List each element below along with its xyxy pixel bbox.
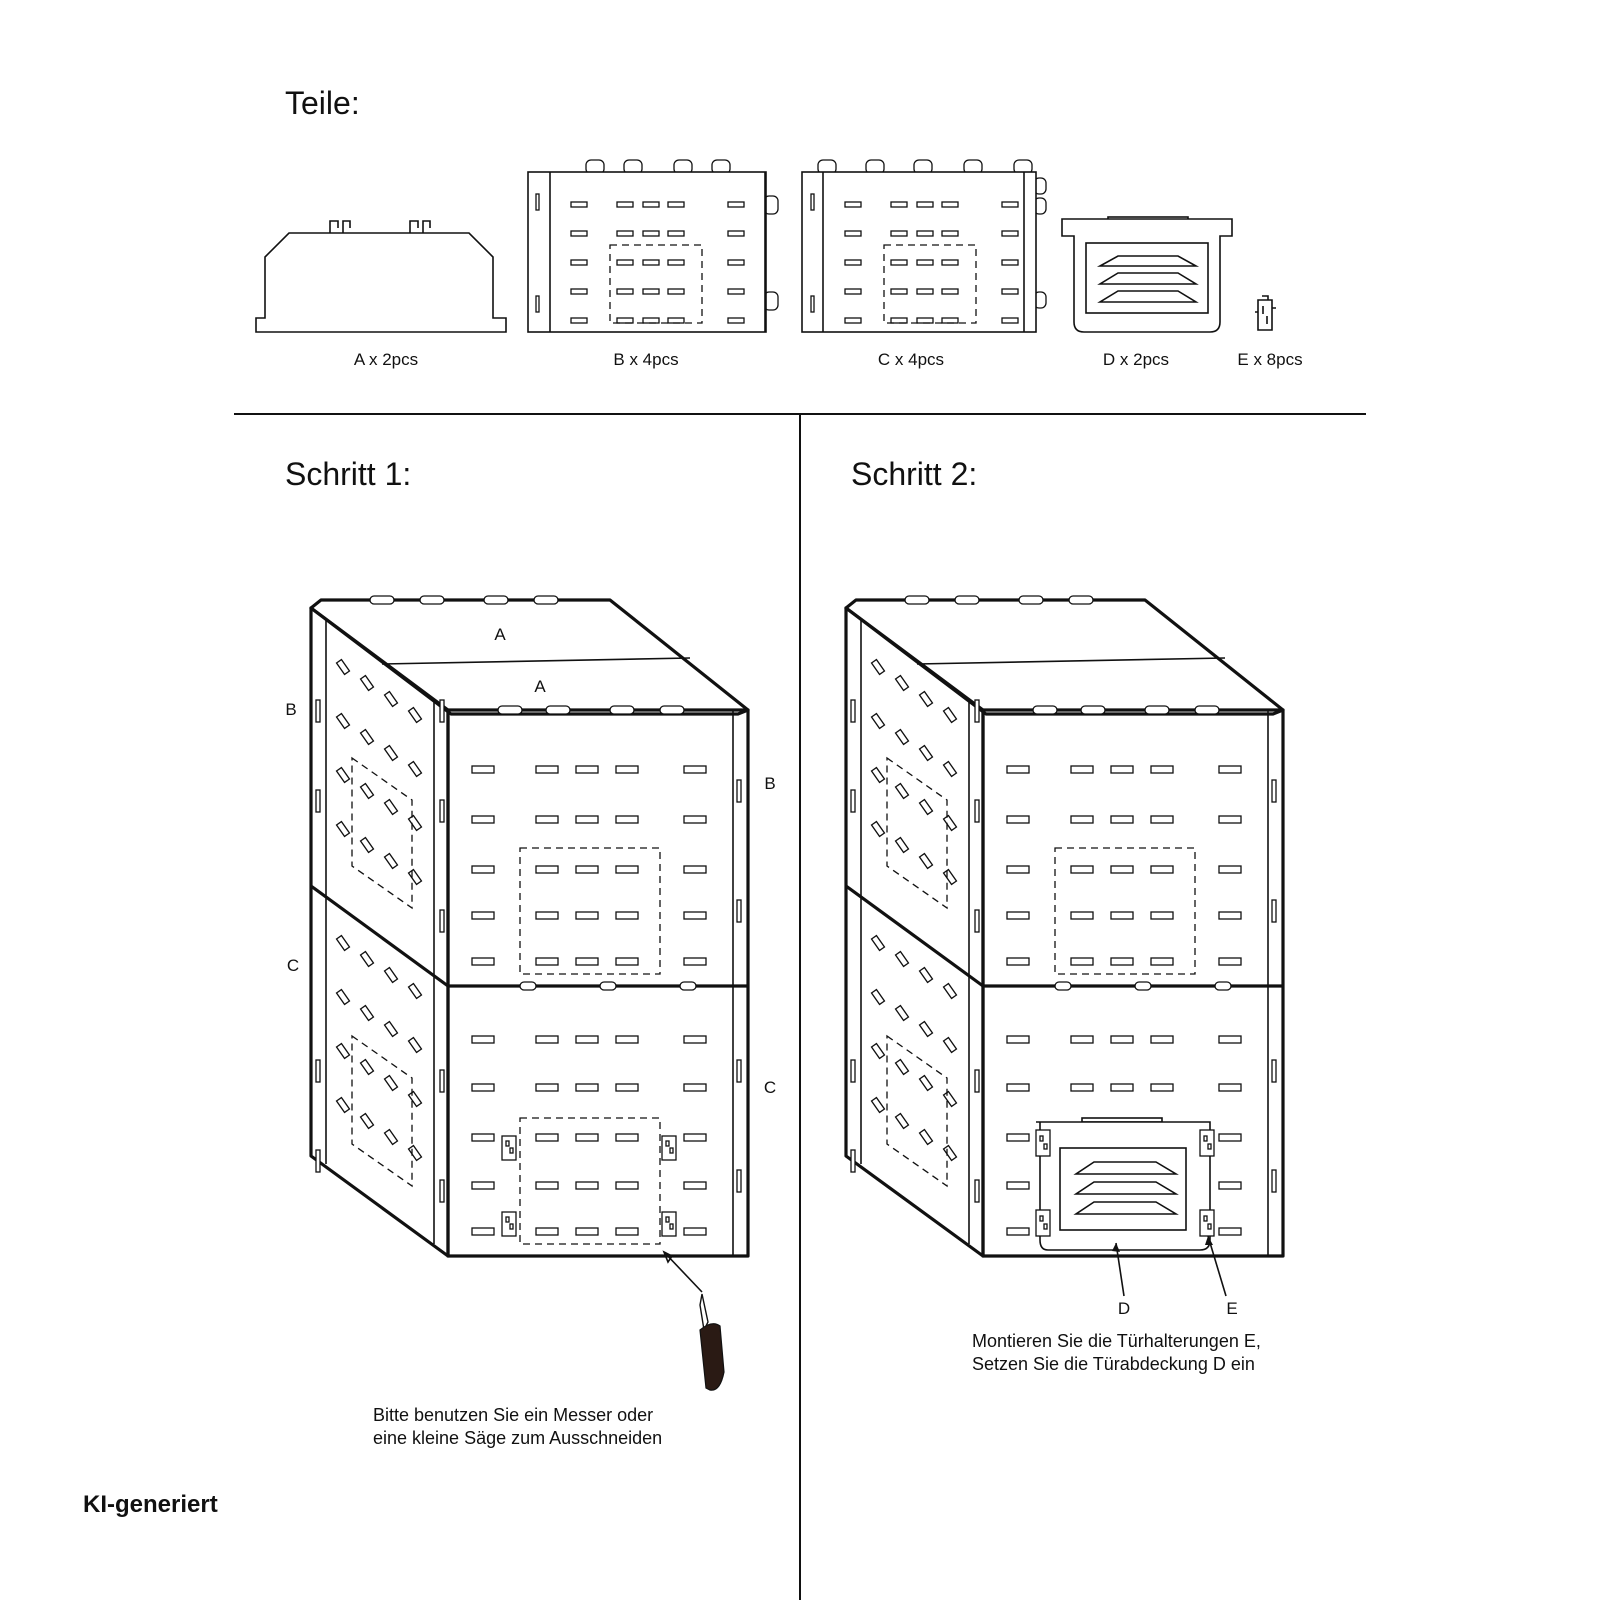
step1-title: Schritt 1: bbox=[285, 456, 411, 492]
step1-label-left-lower: C bbox=[287, 956, 299, 975]
step1-caption-line2: eine kleine Säge zum Ausschneiden bbox=[373, 1428, 662, 1448]
step1-label-top-front: A bbox=[534, 677, 546, 696]
step1-label-top-back: A bbox=[494, 625, 506, 644]
part-d-label: D x 2pcs bbox=[1103, 350, 1169, 369]
step2-caption-line1: Montieren Sie die Türhalterungen E, bbox=[972, 1331, 1261, 1351]
ai-generated-watermark: KI-generiert bbox=[83, 1491, 218, 1518]
part-c-label: C x 4pcs bbox=[878, 350, 944, 369]
step1-label-right-lower: C bbox=[764, 1078, 776, 1097]
parts-title: Teile: bbox=[285, 85, 360, 121]
part-e-label: E x 8pcs bbox=[1237, 350, 1302, 369]
part-a-label: A x 2pcs bbox=[354, 350, 418, 369]
step1-composter-drawing bbox=[309, 595, 750, 1391]
step2-caption-line2: Setzen Sie die Türabdeckung D ein bbox=[972, 1354, 1255, 1374]
part-a-drawing bbox=[255, 220, 507, 333]
part-c-drawing bbox=[801, 159, 1047, 333]
step2-label-door: D bbox=[1118, 1299, 1130, 1318]
step1-caption-line1: Bitte benutzen Sie ein Messer oder bbox=[373, 1405, 653, 1425]
step2-label-holder: E bbox=[1226, 1299, 1237, 1318]
step2-composter-drawing bbox=[844, 595, 1285, 1297]
part-b-drawing bbox=[527, 159, 779, 333]
step2-title: Schritt 2: bbox=[851, 456, 977, 492]
part-b-label: B x 4pcs bbox=[613, 350, 678, 369]
part-e-drawing bbox=[1255, 295, 1276, 331]
step1-label-left-upper: B bbox=[285, 700, 296, 719]
step1-label-right-upper: B bbox=[764, 774, 775, 793]
part-d-drawing bbox=[1061, 216, 1233, 333]
